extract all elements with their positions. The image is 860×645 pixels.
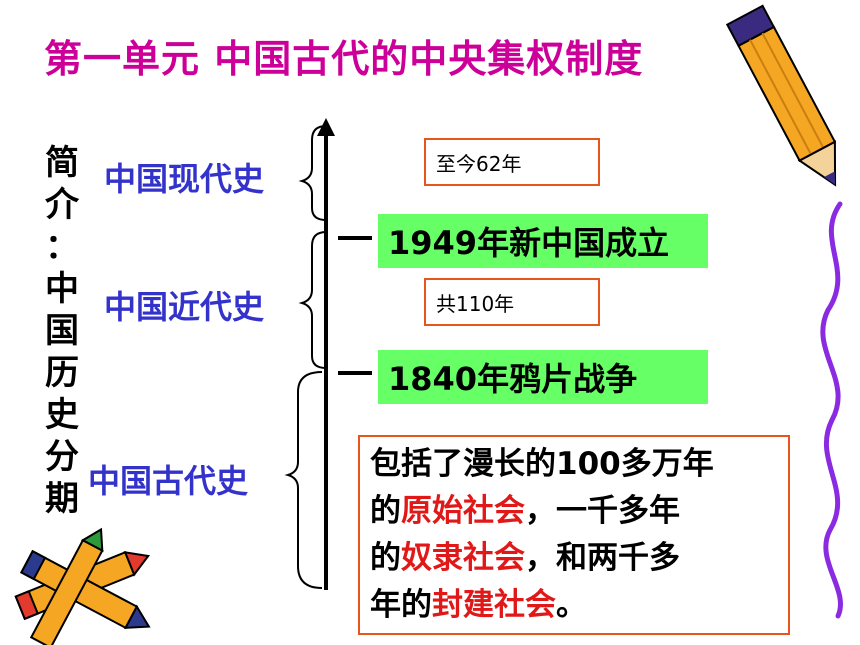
side-char: 简 [45, 143, 79, 183]
page-title: 第一单元 中国古代的中央集权制度 [44, 37, 644, 81]
side-char: 介 [45, 185, 79, 225]
side-char: 分 [45, 437, 79, 477]
brace-recent [298, 231, 327, 369]
side-char: 史 [45, 395, 79, 435]
duration-modern-box: 至今62年 [424, 138, 600, 186]
crayons-icon [14, 527, 151, 645]
feudal-society-highlight: 封建社会 [432, 587, 556, 623]
desc-line-2: 的原始社会，一千多年 [370, 488, 778, 535]
squiggle-line [820, 201, 843, 619]
event-1840-text: 1840年鸦片战争 [388, 360, 638, 398]
desc-text: 。 [556, 587, 587, 623]
desc-text: 年的 [370, 587, 432, 623]
slave-society-highlight: 奴隶社会 [401, 540, 525, 576]
desc-line-4: 年的封建社会。 [370, 582, 778, 629]
desc-text: ，和两千多 [525, 540, 680, 576]
timeline-arrow-icon [317, 118, 335, 136]
desc-text: 的 [370, 540, 401, 576]
duration-recent-box: 共110年 [424, 278, 600, 326]
brace-modern [298, 125, 327, 221]
desc-text: 的 [370, 493, 401, 529]
period-modern-label: 中国现代史 [104, 160, 265, 198]
side-char: 期 [45, 479, 79, 519]
event-1840-box: 1840年鸦片战争 [378, 350, 708, 404]
period-ancient-label: 中国古代史 [88, 462, 249, 500]
desc-line-1: 包括了漫长的100多万年 [370, 441, 778, 488]
side-char: 历 [45, 353, 79, 393]
desc-text: ，一千多年 [525, 493, 680, 529]
period-recent-label: 中国近代史 [104, 288, 265, 326]
description-box: 包括了漫长的100多万年 的原始社会，一千多年 的奴隶社会，和两千多 年的封建社… [358, 435, 790, 635]
pencil-icon [725, 4, 837, 187]
desc-text: 包括了漫长的100多万年 [370, 446, 714, 482]
side-char: ： [45, 227, 79, 267]
duration-recent-text: 共110年 [436, 291, 515, 316]
event-1949-box: 1949年新中国成立 [378, 214, 708, 268]
event-1949-text: 1949年新中国成立 [388, 224, 670, 262]
duration-modern-text: 至今62年 [436, 151, 522, 176]
brace-ancient [284, 371, 323, 589]
side-char: 中 [45, 269, 79, 309]
side-char: 国 [45, 311, 79, 351]
side-label: 简 介 ： 中 国 历 史 分 期 [40, 142, 84, 520]
primitive-society-highlight: 原始社会 [401, 493, 525, 529]
desc-line-3: 的奴隶社会，和两千多 [370, 535, 778, 582]
